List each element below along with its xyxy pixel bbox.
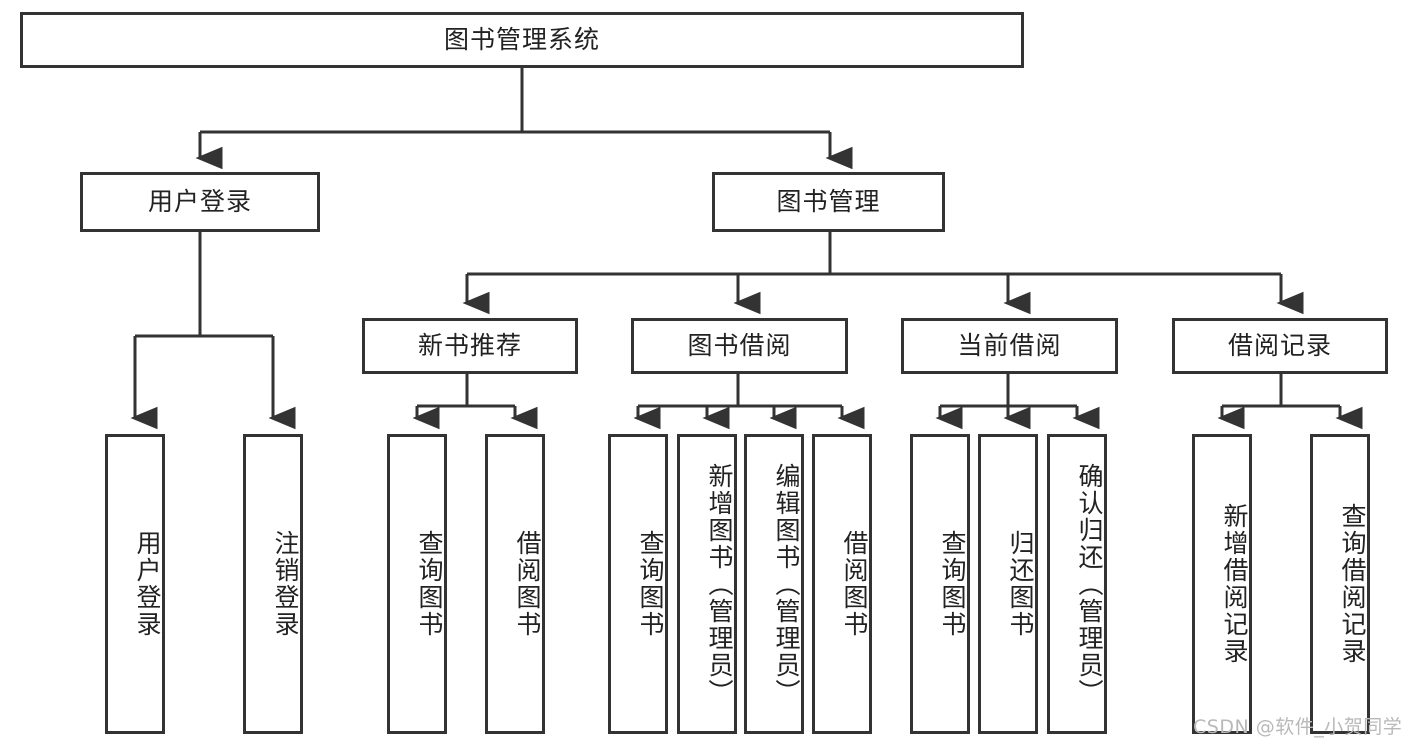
node-book-manage[interactable]: 图书管理 xyxy=(712,172,945,232)
csdn-watermark: CSDN @软件_小贺同学 xyxy=(1193,716,1403,738)
node-leaf-confirm-return-label: 确认归还（管理员） xyxy=(1075,462,1104,706)
node-leaf-query-book-2-label: 查询图书 xyxy=(636,530,665,638)
node-leaf-query-book-1-label: 查询图书 xyxy=(415,530,444,638)
node-user-login[interactable]: 用户登录 xyxy=(80,172,320,232)
node-leaf-user-login-label: 用户登录 xyxy=(133,530,162,638)
node-leaf-query-record-label: 查询借阅记录 xyxy=(1338,503,1367,665)
node-current-borrow-label: 当前借阅 xyxy=(957,331,1062,361)
node-leaf-edit-book-label: 编辑图书（管理员） xyxy=(772,462,801,706)
node-leaf-return-book[interactable]: 归还图书 xyxy=(978,434,1038,734)
node-leaf-return-book-label: 归还图书 xyxy=(1006,530,1035,638)
node-book-borrow[interactable]: 图书借阅 xyxy=(631,318,848,374)
node-leaf-query-book-1[interactable]: 查询图书 xyxy=(387,434,447,734)
node-root[interactable]: 图书管理系统 xyxy=(20,12,1024,68)
node-current-borrow[interactable]: 当前借阅 xyxy=(901,318,1118,374)
node-leaf-add-record-label: 新增借阅记录 xyxy=(1220,503,1249,665)
node-leaf-user-logout[interactable]: 注销登录 xyxy=(243,434,303,734)
node-leaf-borrow-book-2-label: 借阅图书 xyxy=(840,530,869,638)
node-borrow-record[interactable]: 借阅记录 xyxy=(1172,318,1388,374)
node-leaf-query-book-3-label: 查询图书 xyxy=(938,530,967,638)
node-leaf-add-book-label: 新增图书（管理员） xyxy=(705,462,734,706)
node-leaf-user-logout-label: 注销登录 xyxy=(271,530,300,638)
node-leaf-query-book-2[interactable]: 查询图书 xyxy=(608,434,668,734)
node-leaf-user-login[interactable]: 用户登录 xyxy=(105,434,165,734)
node-leaf-add-record[interactable]: 新增借阅记录 xyxy=(1192,434,1252,734)
node-borrow-record-label: 借阅记录 xyxy=(1227,331,1332,361)
node-leaf-query-record[interactable]: 查询借阅记录 xyxy=(1310,434,1370,734)
node-book-borrow-label: 图书借阅 xyxy=(687,331,792,361)
node-user-login-label: 用户登录 xyxy=(147,187,252,217)
node-leaf-borrow-book-1-label: 借阅图书 xyxy=(513,530,542,638)
node-book-manage-label: 图书管理 xyxy=(776,187,881,217)
node-leaf-add-book[interactable]: 新增图书（管理员） xyxy=(677,434,737,734)
node-leaf-query-book-3[interactable]: 查询图书 xyxy=(910,434,970,734)
node-leaf-borrow-book-1[interactable]: 借阅图书 xyxy=(485,434,545,734)
node-new-book-rec[interactable]: 新书推荐 xyxy=(362,318,578,374)
node-leaf-confirm-return[interactable]: 确认归还（管理员） xyxy=(1047,434,1107,734)
node-leaf-borrow-book-2[interactable]: 借阅图书 xyxy=(812,434,872,734)
node-leaf-edit-book[interactable]: 编辑图书（管理员） xyxy=(744,434,804,734)
node-new-book-rec-label: 新书推荐 xyxy=(417,331,522,361)
node-root-label: 图书管理系统 xyxy=(443,25,600,55)
